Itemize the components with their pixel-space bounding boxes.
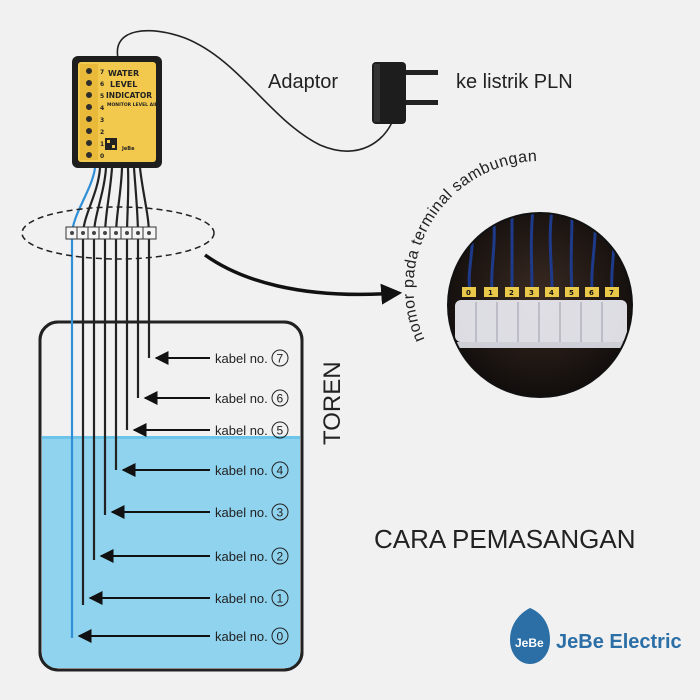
device-led-label: 5 — [100, 93, 104, 100]
cable-number: 1 — [277, 592, 284, 606]
cable-label-text: kabel no. — [215, 629, 268, 644]
cable-label-text: kabel no. — [215, 591, 268, 606]
page-heading: CARA PEMASANGAN — [374, 524, 636, 554]
device-led-column — [86, 68, 92, 158]
cable-number: 2 — [277, 550, 284, 564]
brand-name: JeBe Electric — [556, 631, 682, 653]
adaptor-label: Adaptor — [268, 71, 338, 93]
terminal-tag-number: 7 — [609, 289, 614, 297]
cable-label-6: kabel no. 6 — [143, 389, 289, 407]
device-led-label: 2 — [100, 129, 104, 136]
terminal-tag-number: 4 — [549, 289, 554, 297]
cable-number: 0 — [277, 630, 284, 644]
cable-number: 3 — [277, 506, 284, 520]
qr-code-icon — [105, 138, 117, 150]
cable-label-7: kabel no. 7 — [154, 349, 289, 367]
cable-number: 4 — [277, 464, 284, 478]
terminal-tag-number: 0 — [466, 289, 471, 297]
terminal-tag-number: 6 — [589, 289, 594, 297]
device-led-label: 6 — [100, 81, 104, 88]
adaptor — [372, 62, 438, 124]
terminal-tag-number: 5 — [569, 289, 574, 297]
detail-pointer-arrow — [203, 253, 403, 305]
device-subtitle: MONITOR LEVEL AIR — [107, 102, 159, 108]
cable-label-2: kabel no. 2 — [99, 547, 289, 565]
terminal-block — [65, 226, 157, 240]
water-tank — [38, 320, 304, 672]
terminal-detail-photo: 0 1 2 3 4 5 6 7 — [447, 212, 633, 398]
water-fill — [42, 436, 300, 668]
brand-logo: JeBe JeBe Electric — [510, 608, 682, 664]
cable-label-text: kabel no. — [215, 549, 268, 564]
tank-label: TOREN — [319, 361, 346, 445]
device-title-line: LEVEL — [110, 80, 137, 89]
cable-label-text: kabel no. — [215, 463, 268, 478]
cable-label-3: kabel no. 3 — [110, 503, 289, 521]
cable-label-text: kabel no. — [215, 391, 268, 406]
device-led-label: 4 — [100, 105, 104, 112]
cable-labels: kabel no. 7 kabel no. 6 kabel no. 5 kabe… — [77, 349, 289, 645]
cable-label-0: kabel no. 0 — [77, 627, 289, 645]
cable-label-text: kabel no. — [215, 505, 268, 520]
terminal-tag-number: 2 — [509, 289, 514, 297]
cable-number: 6 — [277, 392, 284, 406]
terminal-tag-number: 3 — [529, 289, 534, 297]
cable-number: 5 — [277, 424, 284, 438]
device-title-line: WATER — [108, 69, 139, 78]
device-led-label: 1 — [100, 141, 104, 148]
adaptor-destination: ke listrik PLN — [456, 71, 573, 93]
water-level-indicator-device: 7 6 5 4 3 2 1 0 WATER LEVEL INDICATOR MO… — [72, 56, 162, 168]
terminal-highlight-ellipse — [21, 206, 215, 260]
cable-label-4: kabel no. 4 — [121, 461, 289, 479]
device-led-label: 7 — [100, 69, 104, 76]
droplet-logo-icon — [510, 608, 550, 664]
cable-label-text: kabel no. — [215, 351, 268, 366]
terminal-tag-number: 1 — [488, 289, 493, 297]
device-led-label: 3 — [100, 117, 104, 124]
device-title-line: INDICATOR — [106, 91, 152, 100]
device-brand-tag: JeBe — [121, 146, 135, 152]
cable-label-1: kabel no. 1 — [88, 589, 289, 607]
device-led-label: 0 — [100, 153, 104, 160]
cable-label-5: kabel no. 5 — [132, 421, 289, 439]
cable-number: 7 — [277, 352, 284, 366]
power-cord — [116, 29, 394, 152]
logo-text: JeBe — [515, 636, 544, 650]
cable-label-text: kabel no. — [215, 423, 268, 438]
